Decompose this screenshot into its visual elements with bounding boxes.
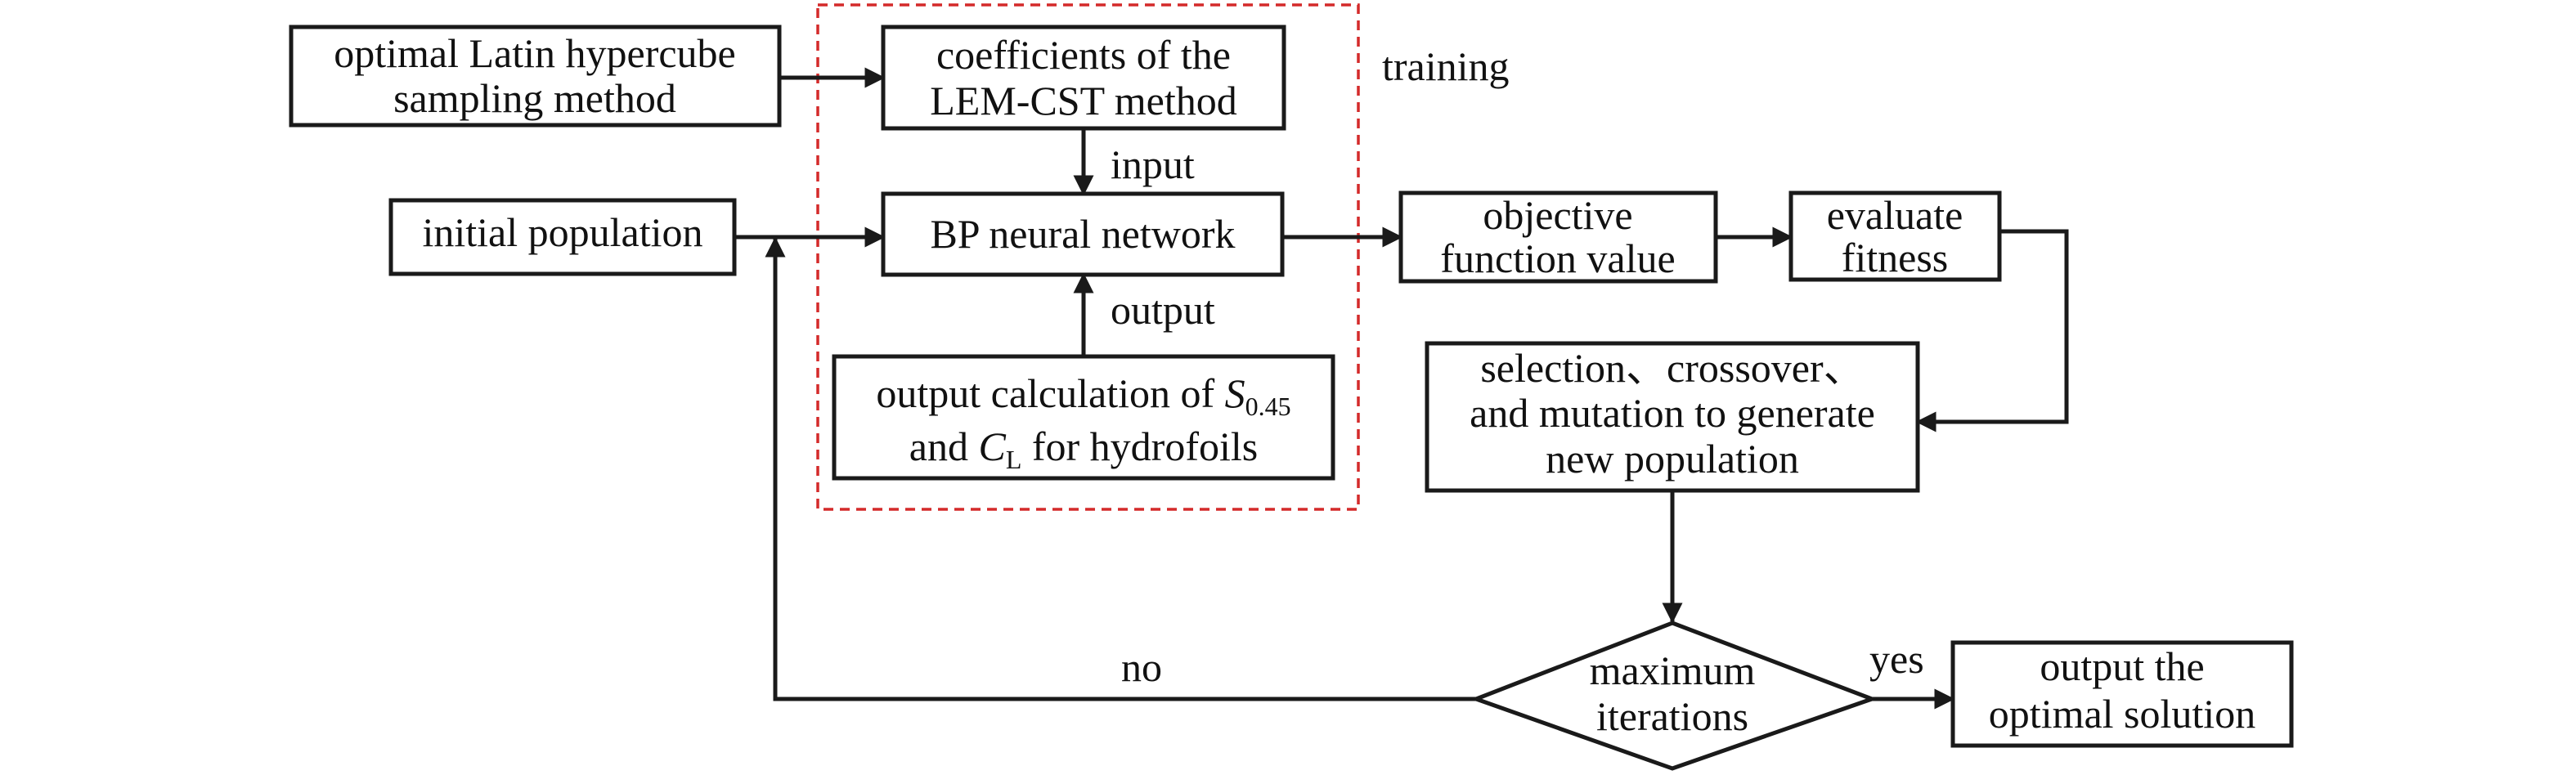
- training-label: training: [1382, 43, 1510, 89]
- node-sampling-method: optimal Latin hypercube sampling method: [289, 25, 782, 128]
- node-output-calculation: output calculation of S0.45 and CL for h…: [832, 354, 1335, 481]
- node-selection-crossover-mutation: selection、crossover、 and mutation to gen…: [1425, 341, 1920, 493]
- svg-text:new population: new population: [1546, 436, 1799, 482]
- svg-text:BP neural network: BP neural network: [930, 211, 1235, 257]
- node-initial-population: initial population: [388, 198, 737, 276]
- edge-label-input: input: [1111, 141, 1195, 187]
- node-coefficients: coefficients of the LEM-CST method: [881, 25, 1286, 131]
- training-region-frame: [816, 3, 1360, 511]
- edge-label-no: no: [1121, 644, 1162, 690]
- svg-text:objective: objective: [1483, 192, 1632, 238]
- svg-text:initial population: initial population: [422, 209, 702, 255]
- svg-text:optimal solution: optimal solution: [1989, 691, 2255, 737]
- edge-decision-no-loop: [765, 236, 1476, 701]
- svg-text:evaluate: evaluate: [1827, 192, 1963, 238]
- node-output-optimal-solution: output the optimal solution: [1950, 640, 2294, 748]
- node-evaluate-fitness: evaluate fitness: [1788, 190, 2002, 282]
- node-objective-function: objective function value: [1398, 190, 1718, 284]
- svg-text:selection、crossover、: selection、crossover、: [1480, 345, 1864, 391]
- svg-text:and CL for hydrofoils: and CL for hydrofoils: [909, 423, 1258, 474]
- svg-text:output calculation of S0.45: output calculation of S0.45: [876, 370, 1290, 421]
- edge-label-yes: yes: [1869, 636, 1924, 682]
- svg-text:iterations: iterations: [1596, 693, 1748, 739]
- svg-text:optimal Latin hypercube: optimal Latin hypercube: [334, 30, 736, 76]
- node-maximum-iterations-decision: maximum iterations: [1470, 620, 1878, 771]
- svg-text:fitness: fitness: [1842, 235, 1949, 280]
- svg-text:output the: output the: [2040, 643, 2204, 689]
- svg-text:maximum: maximum: [1590, 647, 1756, 693]
- node-bp-network: BP neural network: [881, 191, 1285, 277]
- edge-label-output: output: [1111, 287, 1215, 333]
- svg-text:sampling method: sampling method: [393, 75, 676, 121]
- edge-fitness-to-selection: [1915, 229, 2069, 432]
- svg-text:LEM-CST method: LEM-CST method: [930, 78, 1236, 123]
- svg-text:coefficients of the: coefficients of the: [936, 32, 1231, 78]
- svg-text:function value: function value: [1440, 235, 1675, 281]
- svg-text:and mutation to generate: and mutation to generate: [1470, 390, 1875, 436]
